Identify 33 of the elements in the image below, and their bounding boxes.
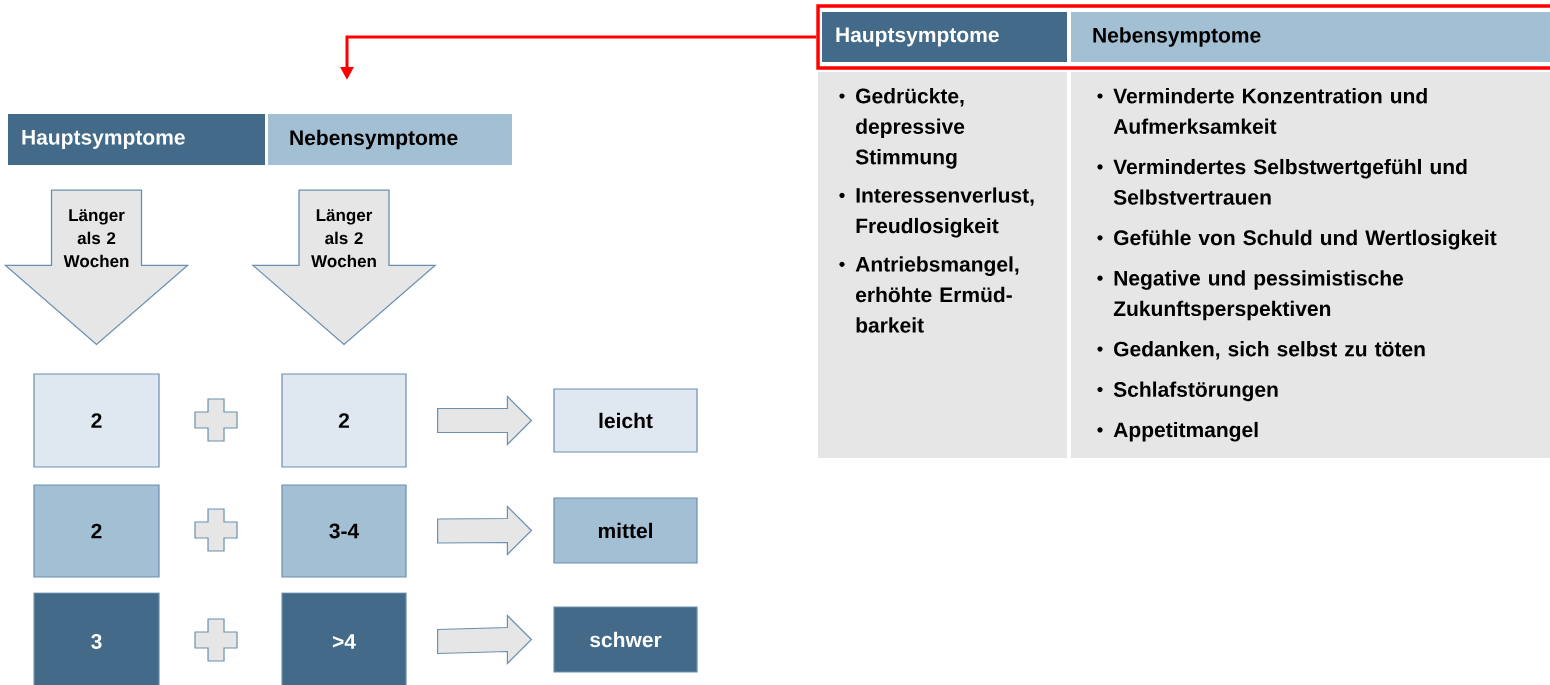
value-box: 2 xyxy=(281,373,407,468)
list-item: Vermindertes Selbstwertgefühl und Selbstvertrauen xyxy=(1097,158,1467,205)
list-item: Appetitmangel xyxy=(1097,421,1258,442)
list-item: Gedrückte, depressive Stimmung xyxy=(839,88,965,169)
list-item: Schlafstörungen xyxy=(1097,381,1278,402)
block-arrow xyxy=(437,395,533,446)
value-box: >4 xyxy=(281,592,407,685)
list-item: Gedanken, sich selbst zu töten xyxy=(1097,341,1425,360)
down-arrow xyxy=(251,189,437,346)
edge-label: Länger als 2 Wochen xyxy=(63,209,129,268)
value-box: leicht xyxy=(553,388,698,453)
list-item: Negative und pessimistische Zukunftsperspektiven xyxy=(1097,270,1404,321)
header-cell: Nebensymptome xyxy=(268,114,512,165)
value-box: 3 xyxy=(33,592,160,685)
header-cell: Nebensymptome xyxy=(1071,12,1550,62)
header-cell: Hauptsymptome xyxy=(822,12,1067,62)
block-arrow xyxy=(437,505,533,556)
highlight-frame xyxy=(816,4,1550,70)
down-arrow xyxy=(3,189,190,346)
table-cell xyxy=(818,72,1067,458)
header-cell: Hauptsymptome xyxy=(8,114,265,165)
value-box: 2 xyxy=(33,484,160,578)
list-item: Verminderte Konzentration und Aufmerksamkeit xyxy=(1097,88,1427,134)
value-box: mittel xyxy=(553,497,698,564)
value-box: schwer xyxy=(553,606,698,673)
list-item: Gefühle von Schuld und Wertlosigkeit xyxy=(1097,229,1497,250)
block-arrow xyxy=(437,614,533,665)
value-box: 3-4 xyxy=(281,484,407,578)
table-cell xyxy=(1071,72,1550,458)
list-item: Interessenverlust, Freudlosigkeit xyxy=(839,187,1034,238)
list-item: Antriebsmangel, erhöhte Ermüd-barkeit xyxy=(839,256,1019,333)
value-box: 2 xyxy=(33,373,160,468)
edge-label: Länger als 2 Wochen xyxy=(311,209,376,268)
